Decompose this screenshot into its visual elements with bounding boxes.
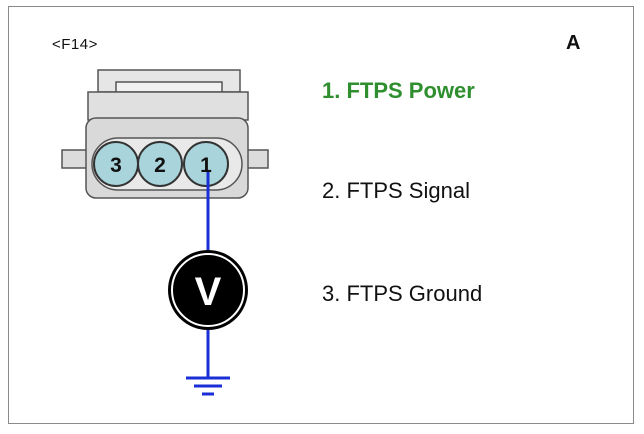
- legend-ftps-signal: 2. FTPS Signal: [322, 178, 470, 203]
- ground-icon: [186, 376, 230, 396]
- pin-1: 1: [183, 141, 229, 187]
- view-label: A: [566, 32, 581, 54]
- legend-ftps-ground: 3. FTPS Ground: [322, 281, 483, 306]
- voltmeter: V: [168, 250, 248, 330]
- pin-1-label: 1: [200, 154, 212, 177]
- pin-2: 2: [137, 141, 183, 187]
- connector-label: <F14>: [52, 36, 98, 53]
- pin-3: 3: [93, 141, 139, 187]
- legend-ftps-power: 1. FTPS Power: [322, 78, 475, 103]
- pin-3-label: 3: [110, 154, 122, 177]
- voltmeter-symbol: V: [195, 270, 222, 314]
- pin-2-label: 2: [154, 154, 166, 177]
